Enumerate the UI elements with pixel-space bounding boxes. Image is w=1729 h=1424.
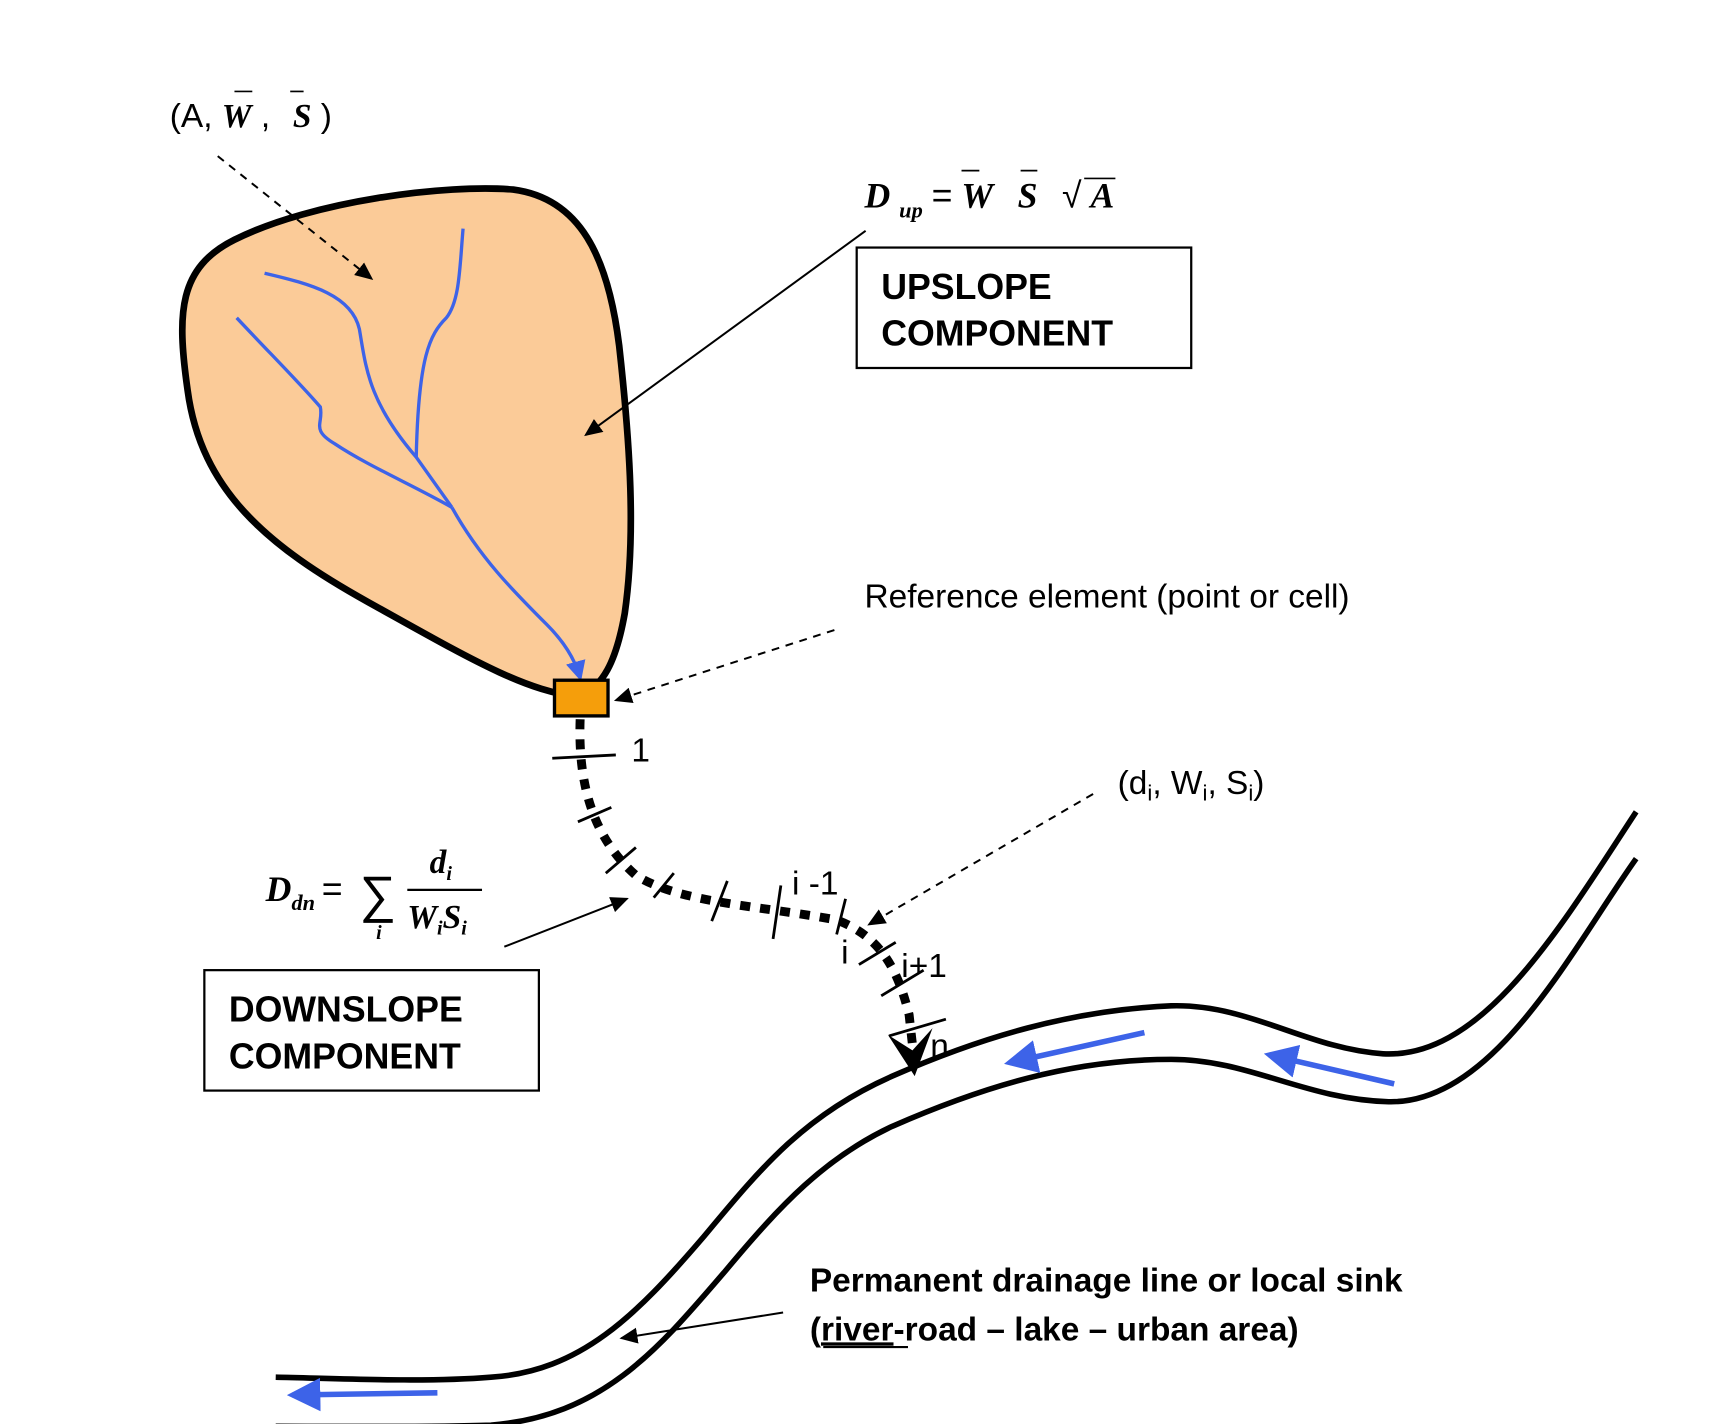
segment-params-label: (di, Wi, Si) (1118, 765, 1265, 806)
svg-text:i: i (376, 922, 382, 944)
flow-path-arrowhead (887, 1028, 933, 1077)
upslope-component-box: UPSLOPE COMPONENT (855, 246, 1193, 370)
catchment-area (178, 185, 635, 701)
reference-element-label: Reference element (point or cell) (865, 579, 1350, 616)
upslope-params-label: (A, W , S ) (170, 98, 332, 135)
drainage-label-line2: (river-road – lake – urban area) (810, 1311, 1299, 1348)
upslope-formula: D up = W S √ A (864, 175, 1115, 225)
stream-network (235, 228, 586, 682)
drainage-channel (275, 810, 1639, 1424)
flow-arrows (286, 1029, 1395, 1412)
segment-label-prev: i -1 (792, 865, 838, 902)
svg-text:∑: ∑ (359, 866, 396, 923)
svg-text:WiSi: WiSi (407, 899, 467, 940)
downslope-component-box: DOWNSLOPE COMPONENT (203, 969, 541, 1092)
downslope-box-line1: DOWNSLOPE (229, 989, 463, 1029)
downslope-formula: Ddn= ∑ i di WiSi (265, 844, 483, 944)
downslope-flow-path (575, 719, 920, 1066)
pointer-arrows (217, 155, 1094, 1344)
segment-label-last: n (930, 1028, 949, 1065)
svg-text:Ddn=: Ddn= (265, 869, 343, 915)
upslope-box-line2: COMPONENT (881, 314, 1113, 354)
downslope-box-line2: COMPONENT (229, 1036, 461, 1076)
svg-text:di: di (430, 844, 453, 885)
reference-cell (552, 678, 610, 718)
segment-label-next: i+1 (901, 948, 947, 985)
segment-label-first: 1 (631, 733, 650, 770)
segment-label-current: i (841, 934, 848, 971)
segment-ticks (552, 753, 947, 1038)
upslope-box-line1: UPSLOPE (881, 267, 1051, 307)
drainage-label-line1: Permanent drainage line or local sink (810, 1262, 1403, 1299)
